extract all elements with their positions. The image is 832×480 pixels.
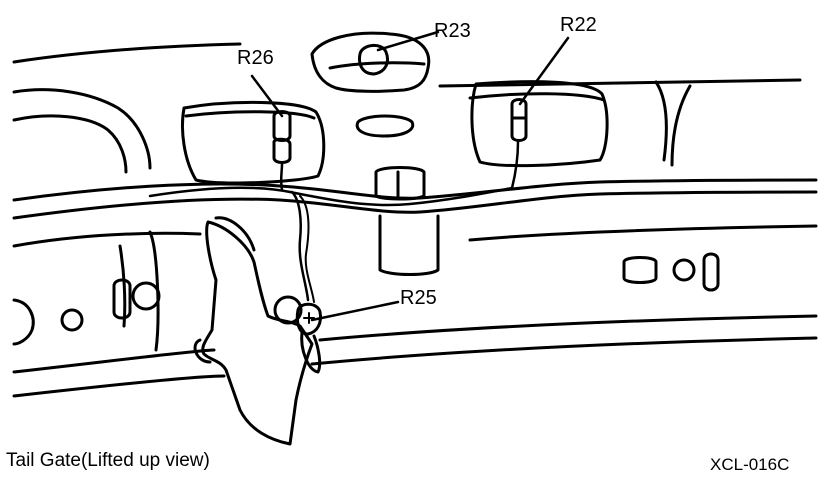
r25-lower-body (300, 330, 322, 374)
left-strut-2 (118, 244, 127, 328)
figure-caption: Tail Gate(Lifted up view) (6, 450, 210, 471)
figure-code: XCL-016C (710, 455, 790, 474)
latch-cylinder (273, 295, 303, 325)
left-pocket-inner-line (184, 110, 316, 120)
harness-drop-wire-2 (299, 195, 315, 303)
oval-hole-right (702, 252, 720, 292)
lower-contour-3 (12, 348, 216, 374)
harness-band-lower (12, 190, 818, 220)
r23-bracket-inner (328, 61, 426, 70)
round-hole-right (672, 258, 696, 282)
lower-contour-4 (318, 314, 818, 342)
label-r26: R26 (237, 47, 274, 69)
harness-wire (148, 186, 514, 207)
label-r22: R22 (560, 14, 597, 36)
r25-connector (295, 302, 322, 336)
r26-leader (250, 74, 284, 118)
r22-connector (510, 98, 528, 142)
latch-mount (193, 338, 212, 364)
r25-leader (310, 300, 400, 322)
panel-right-curve (654, 80, 668, 162)
small-hole-left (60, 308, 84, 332)
left-strut (148, 230, 160, 352)
r23-grommet (358, 44, 389, 76)
slot-hole-right (622, 256, 658, 284)
panel-upper-left-curve (12, 88, 152, 170)
panel-upper-left-curve-inner (12, 114, 128, 174)
oval-hole-left (112, 278, 132, 320)
harness-drop-wire (290, 190, 310, 302)
r26-wire (279, 162, 284, 192)
latch-inner-edge (214, 216, 256, 252)
r23-bracket (310, 31, 431, 93)
panel-top-contour (12, 42, 242, 64)
r26-connector-lower (272, 137, 292, 164)
panel-right-curve-2 (670, 84, 692, 167)
left-edge-curve (12, 298, 35, 346)
center-vertical-slot (378, 214, 440, 276)
lower-contour-2 (468, 224, 818, 242)
center-clip (374, 166, 426, 201)
r23-leader (376, 30, 440, 52)
r22-wire (510, 140, 520, 190)
right-pocket (470, 80, 609, 168)
label-r23: R23 (434, 20, 471, 42)
round-hole-left (131, 281, 161, 311)
latch-bracket (201, 220, 314, 446)
right-pocket-inner-line (468, 92, 606, 102)
label-r25: R25 (400, 287, 437, 309)
lower-contour-6 (310, 336, 818, 366)
r25-connector-plus (303, 312, 315, 324)
r22-leader (518, 36, 570, 106)
lower-contour-5 (12, 374, 226, 398)
lower-contour-1 (12, 231, 202, 248)
left-pocket (181, 100, 326, 185)
center-slot (355, 114, 415, 138)
